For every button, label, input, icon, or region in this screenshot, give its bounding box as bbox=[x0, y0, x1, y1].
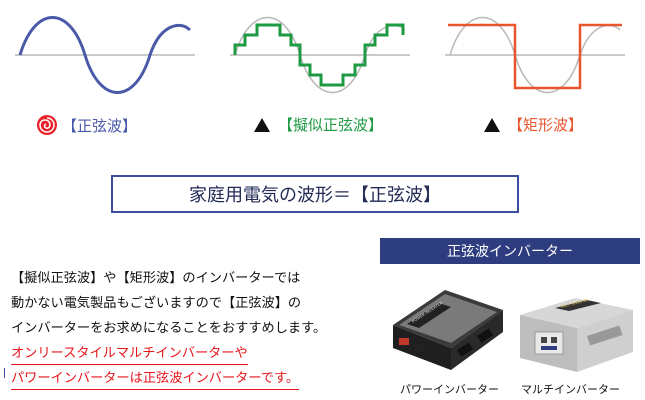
rose-icon bbox=[37, 115, 57, 135]
banner-text: 家庭用電気の波形＝【正弦波】 bbox=[189, 185, 441, 206]
decorative-divider bbox=[4, 368, 9, 378]
description-text: 【擬似正弦波】や【矩形波】のインバーターでは 動かない電気製品もございますので【… bbox=[11, 266, 326, 391]
square-wave-graphic bbox=[445, 16, 625, 94]
square-label: 【矩形波】 bbox=[508, 116, 584, 134]
highlight-line: パワーインバーターは正弦波インバーターです。 bbox=[11, 369, 300, 390]
modified-sine-label-row: 【擬似正弦波】 bbox=[254, 114, 383, 135]
household-waveform-banner: 家庭用電気の波形＝【正弦波】 bbox=[111, 175, 519, 213]
sine-label: 【正弦波】 bbox=[62, 116, 138, 135]
sine-label-row: 【正弦波】 bbox=[36, 114, 137, 136]
body-line: 【擬似正弦波】や【矩形波】のインバーターでは bbox=[11, 271, 301, 286]
sine-inverter-header: 正弦波インバーター bbox=[380, 238, 640, 264]
multi-inverter-badge: MULTI INVERTER bbox=[560, 298, 589, 309]
body-line: インバーターをお求めになることをおすすめします。 bbox=[11, 321, 327, 336]
sine-inverter-header-text: 正弦波インバーター bbox=[447, 244, 573, 260]
modified-sine-label: 【擬似正弦波】 bbox=[278, 116, 384, 134]
multi-inverter-image: MULTI INVERTER bbox=[520, 298, 633, 372]
sine-wave-graphic bbox=[15, 16, 195, 94]
square-label-row: 【矩形波】 bbox=[484, 114, 583, 135]
triangle-icon bbox=[254, 117, 270, 132]
highlight-line: オンリースタイルマルチインバーターや bbox=[11, 344, 248, 365]
modified-sine-wave-graphic bbox=[230, 16, 410, 94]
power-inverter-image: POWER INVERTER bbox=[393, 290, 503, 370]
body-line: 動かない電気製品もございますので【正弦波】の bbox=[11, 296, 302, 311]
triangle-icon bbox=[484, 117, 500, 132]
multi-inverter-caption: マルチインバーター bbox=[521, 383, 620, 396]
power-inverter-caption: パワーインバーター bbox=[400, 383, 499, 396]
